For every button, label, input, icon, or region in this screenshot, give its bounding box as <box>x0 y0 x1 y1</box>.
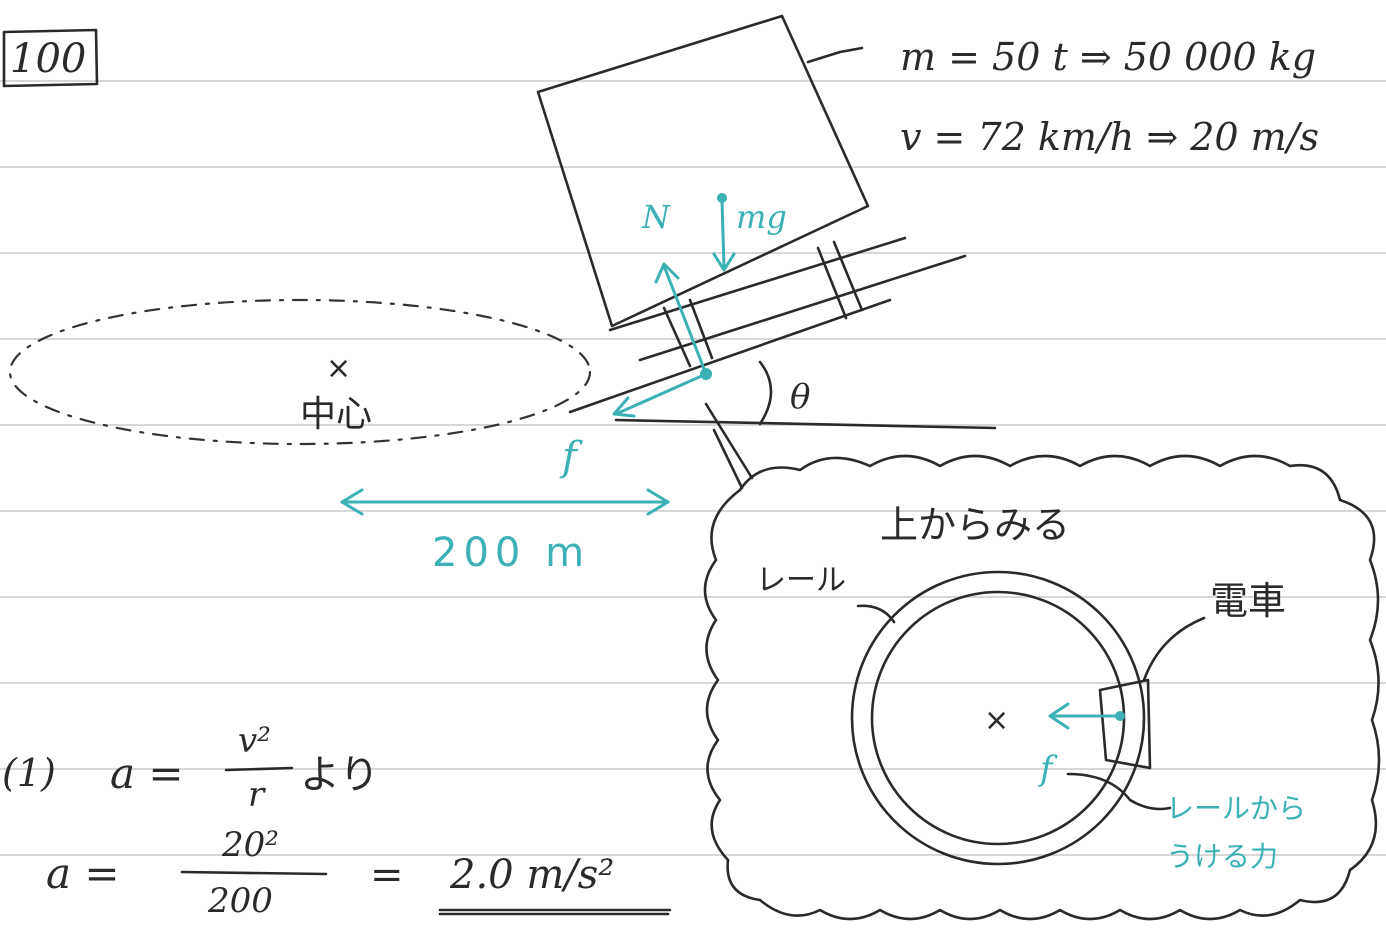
top-view-force-label: f <box>1037 749 1058 789</box>
normal-force-label: N <box>641 198 671 236</box>
formula-lhs: a = <box>110 749 184 798</box>
calc-equals: = <box>370 852 404 898</box>
train-label: 電車 <box>1210 579 1286 623</box>
force-note-leader <box>1066 772 1172 811</box>
top-view-force <box>1048 702 1125 730</box>
friction-force-label: f <box>559 434 583 480</box>
center-label: 中心 <box>300 394 372 435</box>
answer: 2.0 m/s² <box>449 852 614 898</box>
bubble-leader-1 <box>704 402 754 480</box>
calc-fraction-bar <box>180 870 328 876</box>
calc-numerator: 20² <box>221 825 279 865</box>
circular-path-ellipse <box>8 298 592 446</box>
force-note-line1: レールから <box>1166 792 1306 825</box>
calc-denominator: 200 <box>207 881 273 921</box>
center-mark: × <box>326 351 351 386</box>
formula-denominator: r <box>248 775 266 815</box>
angle-label: θ <box>790 377 810 417</box>
formula-numerator: v² <box>238 721 271 761</box>
radius-label: 200 m <box>432 530 590 576</box>
formula-fraction-bar <box>224 766 294 772</box>
train-car <box>536 14 870 328</box>
speed-given: v = 72 km/h ⇒ 20 m/s <box>900 115 1319 159</box>
top-view-bubble <box>703 454 1381 921</box>
calc-lhs: a = <box>46 849 120 898</box>
train-top-view <box>1098 678 1152 770</box>
radius-arrow <box>340 488 670 516</box>
force-vectors <box>612 193 736 418</box>
train-leader <box>1142 616 1206 682</box>
gravity-force-label: mg <box>736 198 787 236</box>
formula-tail: より <box>300 752 379 798</box>
part1-label: (1) <box>2 751 56 795</box>
force-note-line2: うける力 <box>1166 840 1278 873</box>
mass-given: m = 50 t ⇒ 50 000 kg <box>900 35 1316 79</box>
angle-arc <box>758 360 773 426</box>
problem-number: 100 <box>10 36 86 82</box>
inclined-track <box>568 236 997 430</box>
rail-label: レール <box>756 563 846 598</box>
leader-line-train <box>806 46 864 64</box>
problem-number-box: 100 <box>2 28 99 88</box>
top-view-title: 上からみる <box>880 503 1070 547</box>
top-view-center-mark: × <box>984 703 1009 738</box>
bubble-leader-2 <box>712 428 744 490</box>
